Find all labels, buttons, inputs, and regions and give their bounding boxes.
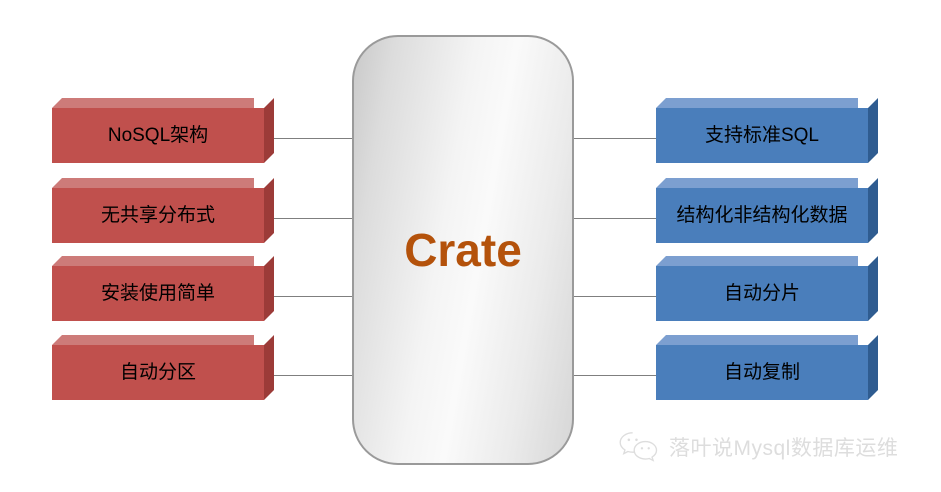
box-top-face (52, 335, 254, 345)
feature-label: 无共享分布式 (100, 205, 215, 226)
box-front-face: 支持标准SQL (656, 108, 868, 163)
connector-left-3 (272, 296, 354, 297)
box-front-face: 无共享分布式 (52, 188, 264, 243)
center-node-crate[interactable]: Crate (352, 35, 574, 465)
box-side-face (264, 98, 274, 163)
connector-left-1 (272, 138, 354, 139)
wechat-icon (617, 430, 661, 464)
box-side-face (868, 98, 878, 163)
box-side-face (264, 256, 274, 321)
box-side-face (868, 178, 878, 243)
connector-left-2 (272, 218, 354, 219)
box-top-face (656, 335, 858, 345)
feature-label: 安装使用简单 (100, 283, 215, 304)
box-top-face (52, 98, 254, 108)
connector-left-4 (272, 375, 354, 376)
connector-right-3 (572, 296, 656, 297)
connector-right-2 (572, 218, 656, 219)
box-front-face: 自动分区 (52, 345, 264, 400)
box-top-face (656, 98, 858, 108)
box-top-face (656, 178, 858, 188)
feature-label: 支持标准SQL (704, 125, 820, 146)
watermark-text: 落叶说Mysql数据库运维 (669, 437, 899, 460)
feature-label: 自动分片 (723, 283, 800, 304)
feature-label: 结构化非结构化数据 (676, 205, 848, 226)
box-side-face (264, 178, 274, 243)
box-front-face: 自动复制 (656, 345, 868, 400)
box-top-face (656, 256, 858, 266)
box-side-face (868, 335, 878, 400)
box-side-face (868, 256, 878, 321)
connector-right-1 (572, 138, 656, 139)
center-node-title: Crate (404, 224, 522, 276)
box-front-face: 结构化非结构化数据 (656, 188, 868, 243)
box-front-face: 安装使用简单 (52, 266, 264, 321)
feature-label: 自动分区 (119, 362, 196, 383)
feature-label: 自动复制 (723, 362, 800, 383)
feature-label: NoSQL架构 (107, 125, 209, 146)
box-side-face (264, 335, 274, 400)
box-front-face: 自动分片 (656, 266, 868, 321)
box-top-face (52, 178, 254, 188)
connector-right-4 (572, 375, 656, 376)
watermark: 落叶说Mysql数据库运维 (617, 430, 898, 464)
box-top-face (52, 256, 254, 266)
box-front-face: NoSQL架构 (52, 108, 264, 163)
